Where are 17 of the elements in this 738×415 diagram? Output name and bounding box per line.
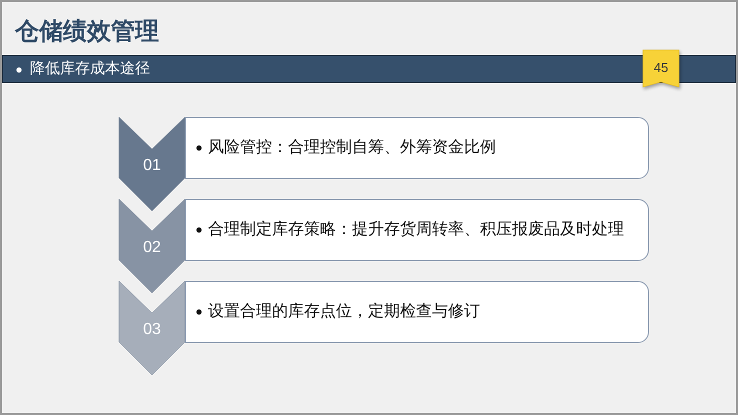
- chevron-shape: [119, 281, 185, 375]
- chevron-shape: [119, 117, 185, 211]
- list-item-text: 设置合理的库存点位，定期检查与修订: [208, 302, 480, 322]
- section-band: [2, 55, 736, 83]
- step-number: 01: [142, 156, 162, 176]
- text-card: [185, 281, 649, 343]
- chevron-shape: [119, 199, 185, 293]
- section-heading: 降低库存成本途径: [30, 59, 150, 79]
- page-number-badge: [643, 50, 679, 87]
- text-card: [185, 117, 649, 179]
- step-number: 02: [142, 238, 162, 258]
- page-number: 45: [652, 60, 670, 76]
- step-number: 03: [142, 320, 162, 340]
- text-card: [185, 199, 649, 261]
- slide-title: 仓储绩效管理: [15, 17, 159, 47]
- list-item-text: 合理制定库存策略：提升存货周转率、积压报废品及时处理: [208, 220, 624, 240]
- list-item-text: 风险管控：合理控制自筹、外筹资金比例: [208, 138, 496, 158]
